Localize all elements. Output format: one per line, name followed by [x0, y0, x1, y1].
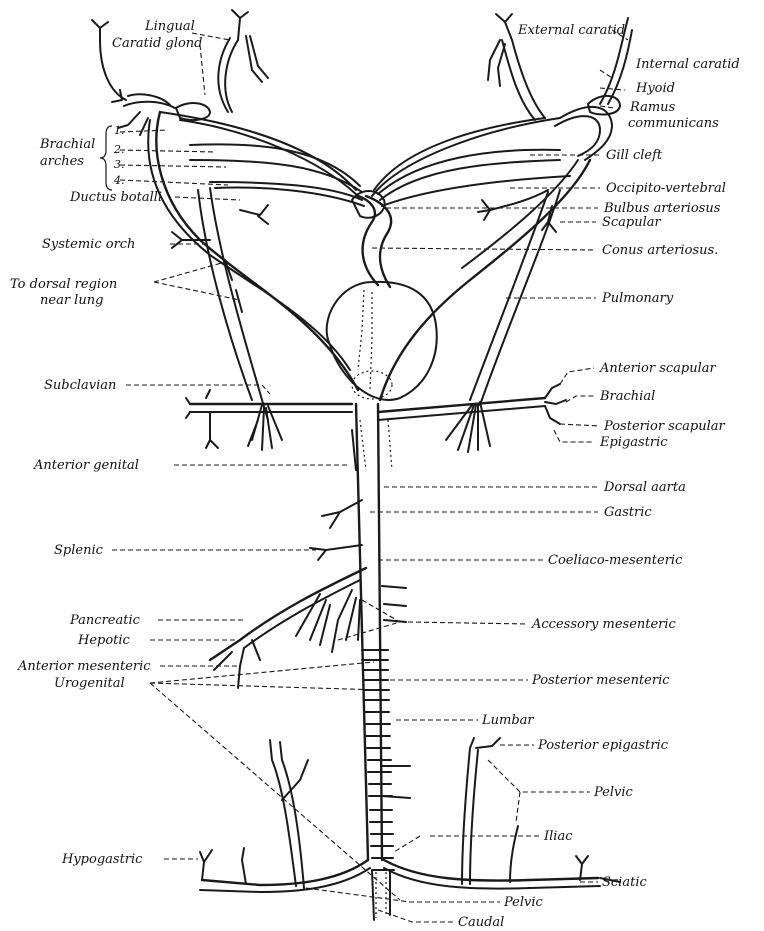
label-pelvic-upper: Pelvic: [593, 785, 634, 800]
label-arches: arches: [40, 154, 84, 169]
label-near-lung: near lung: [40, 293, 103, 308]
label-anterior-scapular: Anterior scapular: [599, 361, 717, 376]
label-external-carotid: External caratid: [517, 23, 625, 38]
label-urogenital: Urogenital: [54, 676, 125, 691]
label-pulmonary: Pulmonary: [601, 291, 674, 306]
label-anterior-genital: Anterior genital: [33, 458, 139, 473]
label-brachial-right: Brachial: [599, 389, 655, 404]
label-pelvic-lower: Pelvic: [503, 895, 544, 910]
vessel-drawing: [92, 10, 632, 920]
label-brachial: Brachial: [39, 137, 95, 152]
label-posterior-mesenteric: Posterior mesenteric: [531, 673, 670, 688]
label-conus-arteriosus: Conus arteriosus.: [602, 243, 718, 258]
label-arch-1: 1.: [114, 124, 125, 137]
label-hepatic: Hepotic: [77, 633, 131, 648]
label-accessory-mesenteric: Accessory mesenteric: [531, 617, 677, 632]
label-systemic-arch: Systemic orch: [42, 237, 135, 252]
label-posterior-scapular: Posterior scapular: [603, 419, 725, 434]
label-hyoid: Hyoid: [635, 81, 675, 96]
label-splenic: Splenic: [54, 543, 104, 558]
label-bulbus-arteriosus: Bulbus arteriosus: [603, 201, 721, 216]
label-gastric: Gastric: [604, 505, 652, 520]
label-anterior-mesenteric: Anterior mesenteric: [17, 659, 151, 674]
label-hypogastric: Hypogastric: [61, 852, 143, 867]
label-arch-3: 3.: [114, 158, 125, 171]
label-dorsal-aorta: Dorsal aarta: [603, 480, 686, 495]
label-pancreatic: Pancreatic: [69, 613, 141, 628]
label-arch-2: 2.: [113, 143, 125, 156]
label-scapular: Scapular: [602, 215, 662, 230]
label-lumbar: Lumbar: [481, 713, 534, 728]
label-internal-carotid: Internal caratid: [635, 57, 740, 72]
label-to-dorsal-region: To dorsal region: [10, 277, 117, 292]
label-arch-4: 4.: [113, 174, 125, 187]
label-ductus-botalli: Ductus botalli: [69, 190, 162, 205]
label-epigastric: Epigastric: [599, 435, 668, 450]
brachial-arches-brace: [100, 126, 112, 190]
label-coeliaco-mesenteric: Coeliaco-mesenteric: [548, 553, 683, 568]
label-gill-cleft: Gill cleft: [606, 148, 663, 163]
label-communicans: communicans: [628, 116, 719, 131]
leader-lines: [112, 30, 628, 922]
label-iliac: Iliac: [543, 829, 573, 844]
labels: Lingual Caratid glond Brachial arches 1.…: [10, 19, 740, 930]
label-caudal: Caudal: [458, 915, 504, 930]
ventricle: [327, 282, 437, 400]
label-occipito-vertebral: Occipito-vertebral: [606, 181, 726, 196]
label-carotid-gland: Caratid glond: [112, 36, 203, 51]
label-sciatic: Sciatic: [602, 875, 647, 890]
label-ramus: Ramus: [629, 100, 676, 115]
label-posterior-epigastric: Posterior epigastric: [537, 738, 669, 753]
label-lingual: Lingual: [144, 19, 195, 34]
label-subclavian: Subclavian: [44, 378, 116, 393]
